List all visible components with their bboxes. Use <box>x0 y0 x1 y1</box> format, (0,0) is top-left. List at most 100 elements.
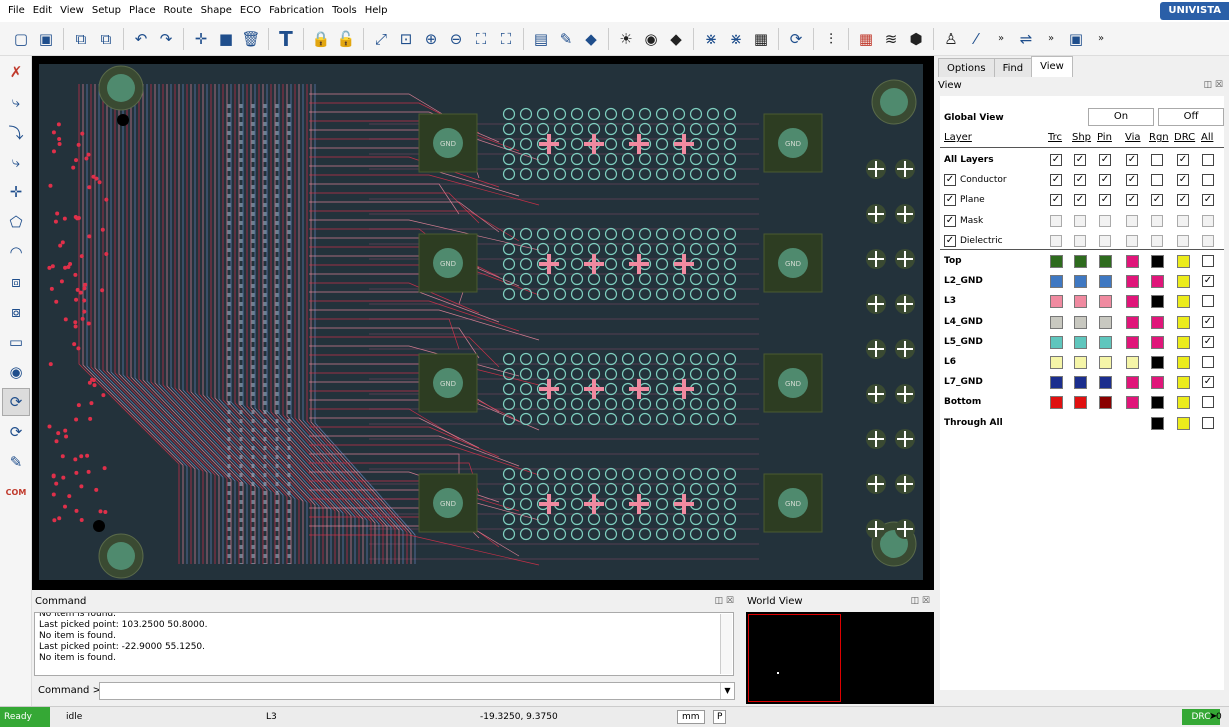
export-icon[interactable]: ⧉ <box>100 29 112 48</box>
arc-icon[interactable]: ◠ <box>9 243 23 261</box>
layer-all-checkbox[interactable]: ✓ <box>1202 335 1214 348</box>
layer-color-swatch[interactable] <box>1099 376 1112 390</box>
layer-color-swatch[interactable] <box>1074 275 1087 289</box>
global-view-off-button[interactable]: Off <box>1158 108 1224 126</box>
column-drc[interactable]: DRC <box>1174 132 1196 143</box>
column-shp[interactable]: Shp <box>1072 132 1092 143</box>
visibility-checkbox[interactable] <box>1074 214 1086 227</box>
menu-help[interactable]: Help <box>364 5 388 16</box>
visibility-checkbox[interactable]: ✓ <box>1177 154 1189 166</box>
more-tools-icon[interactable]: » <box>1097 33 1105 44</box>
visibility-checkbox[interactable]: ✓ <box>1074 194 1086 207</box>
visibility-checkbox[interactable]: ✓ <box>1126 154 1138 166</box>
group-checkbox[interactable]: ✓ <box>944 234 956 247</box>
layer-color-swatch[interactable] <box>1126 255 1139 268</box>
visibility-checkbox[interactable] <box>1177 234 1189 247</box>
ratsnest-icon[interactable]: ⋇ <box>704 29 718 48</box>
group-checkbox[interactable]: ✓ <box>944 174 956 187</box>
zoom-100-icon[interactable]: ⊡ <box>399 29 413 48</box>
layer-color-swatch[interactable] <box>1126 295 1139 309</box>
layer-color-swatch[interactable] <box>1050 356 1063 369</box>
visibility-checkbox[interactable]: ✓ <box>1074 174 1086 187</box>
visibility-checkbox[interactable]: ✓ <box>1050 174 1062 187</box>
visibility-checkbox[interactable] <box>1099 234 1111 247</box>
import-icon[interactable]: ⧉ <box>75 29 87 48</box>
column-trc[interactable]: Trc <box>1048 132 1063 143</box>
layer-color-swatch[interactable] <box>1099 335 1112 349</box>
layer-color-swatch[interactable] <box>1074 356 1087 369</box>
chevron-down-icon[interactable]: ▼ <box>720 683 734 699</box>
status-drc[interactable]: DRC <box>1182 709 1220 725</box>
visibility-checkbox[interactable]: ✓ <box>1074 154 1086 166</box>
rotate-icon[interactable]: ⟳ <box>9 423 23 441</box>
new-design-icon[interactable]: ▢ <box>13 29 29 48</box>
panel-float-close-icons[interactable]: ◫ ☒ <box>714 596 734 606</box>
visibility-checkbox[interactable]: ✓ <box>1050 194 1062 207</box>
visibility-checkbox[interactable] <box>1050 234 1062 247</box>
panel-float-close-icons[interactable]: ◫ ☒ <box>1203 80 1223 90</box>
visibility-checkbox[interactable] <box>1099 214 1111 227</box>
layer-color-swatch[interactable] <box>1050 335 1063 349</box>
layer-color-swatch[interactable] <box>1177 356 1190 369</box>
layer-all-checkbox[interactable] <box>1202 356 1214 368</box>
route-45-icon[interactable]: ⤵ <box>8 123 24 142</box>
visibility-checkbox[interactable] <box>1202 154 1214 166</box>
menu-shape[interactable]: Shape <box>200 5 232 16</box>
menu-eco[interactable]: ECO <box>239 5 262 16</box>
layer-all-checkbox[interactable]: ✓ <box>1202 315 1214 328</box>
layer-color-swatch[interactable] <box>1151 376 1164 390</box>
menu-file[interactable]: File <box>8 5 25 16</box>
visibility-checkbox[interactable]: ✓ <box>1050 154 1062 166</box>
layer-color-swatch[interactable] <box>1074 315 1087 329</box>
layer-color-swatch[interactable] <box>1126 275 1139 289</box>
grid-icon[interactable]: ▦ <box>753 29 769 48</box>
layer-color-swatch[interactable] <box>1099 255 1112 268</box>
menu-route[interactable]: Route <box>163 5 193 16</box>
layer-color-swatch[interactable] <box>1126 396 1139 410</box>
ratsnest-hide-icon[interactable]: ⋇ <box>729 29 743 48</box>
visibility-checkbox[interactable] <box>1202 214 1214 227</box>
layer-color-swatch[interactable] <box>1099 396 1112 410</box>
component-icon[interactable]: ⧈ <box>11 273 21 291</box>
polygon-icon[interactable]: ⬠ <box>9 213 23 231</box>
layer-all-checkbox[interactable] <box>1202 255 1214 267</box>
layer-color-swatch[interactable] <box>1151 255 1164 268</box>
layer-color-swatch[interactable] <box>1126 335 1139 349</box>
measure-icon[interactable]: ✎ <box>559 29 573 48</box>
route-diagonal-icon[interactable]: ⁄ <box>974 29 978 48</box>
visibility-checkbox[interactable] <box>1151 234 1163 247</box>
zoom-in-icon[interactable]: ⊕ <box>424 29 438 48</box>
add-panel-icon[interactable]: ▣ <box>1068 29 1084 48</box>
command-log-scrollbar[interactable] <box>720 614 732 674</box>
layer-all-checkbox[interactable] <box>1202 396 1214 409</box>
visibility-checkbox[interactable] <box>1151 174 1163 187</box>
layer-color-swatch[interactable] <box>1074 376 1087 390</box>
layer-color-swatch[interactable] <box>1177 376 1190 390</box>
open-design-icon[interactable]: ▣ <box>38 29 54 48</box>
world-view-map[interactable] <box>746 612 934 704</box>
com-icon[interactable]: COM <box>5 487 27 497</box>
move-icon[interactable]: ✛ <box>194 29 208 48</box>
layer-all-checkbox[interactable]: ✓ <box>1202 275 1214 288</box>
person-icon[interactable]: ♙ <box>944 29 958 48</box>
menu-fabrication[interactable]: Fabrication <box>269 5 325 16</box>
column-pin[interactable]: Pin <box>1097 132 1112 143</box>
layer-color-swatch[interactable] <box>1151 315 1164 329</box>
visibility-checkbox[interactable] <box>1202 174 1214 187</box>
layer-color-swatch[interactable] <box>1151 356 1164 369</box>
diff-pair-icon[interactable]: ⇌ <box>1019 29 1033 48</box>
zoom-area-icon[interactable]: ⛶ <box>475 29 487 48</box>
global-view-on-button[interactable]: On <box>1088 108 1154 126</box>
visibility-checkbox[interactable]: ✓ <box>1099 174 1111 187</box>
selected-route-icon[interactable]: ⟳ <box>2 388 30 416</box>
layer-color-swatch[interactable] <box>1050 275 1063 289</box>
component-icon[interactable]: ⬢ <box>909 29 923 48</box>
menu-setup[interactable]: Setup <box>91 5 121 16</box>
visibility-checkbox[interactable] <box>1151 154 1163 166</box>
visibility-checkbox[interactable]: ✓ <box>1177 174 1189 187</box>
unlock-icon[interactable]: 🔓 <box>336 29 356 48</box>
layer-color-swatch[interactable] <box>1177 295 1190 309</box>
layer-color-swatch[interactable] <box>1099 315 1112 329</box>
layer-color-swatch[interactable] <box>1151 396 1164 410</box>
